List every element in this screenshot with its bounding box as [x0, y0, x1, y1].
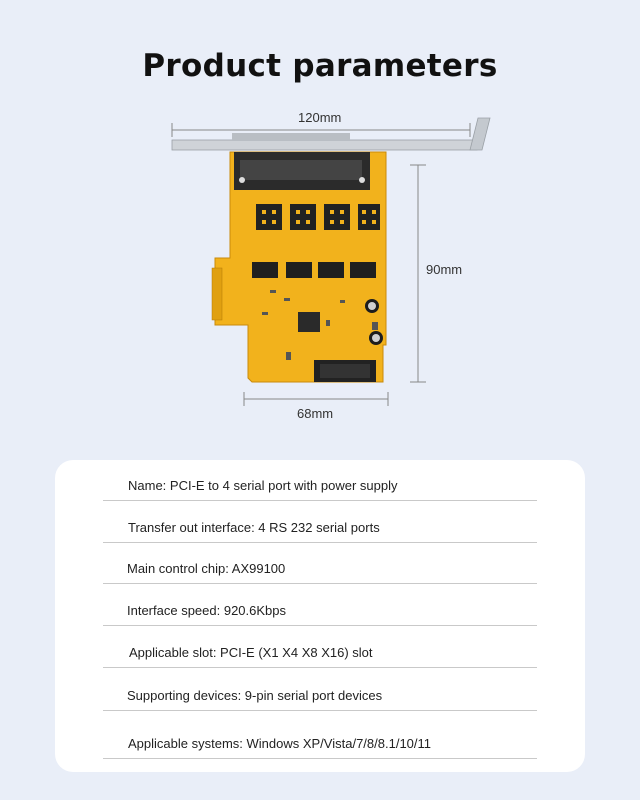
card-width-dimension-line [243, 392, 389, 406]
spec-row: Main control chip: AX99100 [103, 543, 537, 584]
spec-interface-speed: Interface speed: 920.6Kbps [127, 603, 287, 618]
pcie-connector-fingers [211, 267, 223, 321]
spec-row: Supporting devices: 9-pin serial port de… [103, 670, 537, 711]
width-dimension-line [171, 123, 471, 137]
spec-supporting-devices: Supporting devices: 9-pin serial port de… [127, 688, 383, 703]
jumper-blocks [256, 204, 380, 230]
spec-row: Interface speed: 920.6Kbps [103, 585, 537, 626]
spec-name: Name: PCI-E to 4 serial port with power … [128, 478, 398, 493]
metal-bracket [171, 117, 491, 151]
page-title: Product parameters [142, 48, 498, 84]
spec-main-chip: Main control chip: AX99100 [127, 561, 286, 576]
spec-row: Applicable systems: Windows XP/Vista/7/8… [103, 718, 537, 759]
spec-row: Transfer out interface: 4 RS 232 serial … [103, 502, 537, 543]
height-dimension-label: 90mm [426, 262, 463, 277]
width-dimension-label: 120mm [298, 110, 342, 125]
main-controller-chip [298, 312, 320, 332]
specs-card: Name: PCI-E to 4 serial port with power … [55, 460, 585, 772]
rs232-driver-chips [252, 262, 376, 278]
product-diagram: 120mm 90mm 68mm [171, 110, 491, 421]
spec-row: Name: PCI-E to 4 serial port with power … [103, 460, 537, 501]
spec-applicable-systems: Applicable systems: Windows XP/Vista/7/8… [128, 736, 432, 751]
spec-transfer-interface: Transfer out interface: 4 RS 232 serial … [128, 520, 380, 535]
spec-applicable-slot: Applicable slot: PCI-E (X1 X4 X8 X16) sl… [129, 645, 373, 660]
card-width-dimension-label: 68mm [297, 406, 334, 421]
height-dimension-line [410, 164, 426, 383]
spec-row: Applicable slot: PCI-E (X1 X4 X8 X16) sl… [103, 627, 537, 668]
pcie-serial-card-image [171, 117, 491, 406]
